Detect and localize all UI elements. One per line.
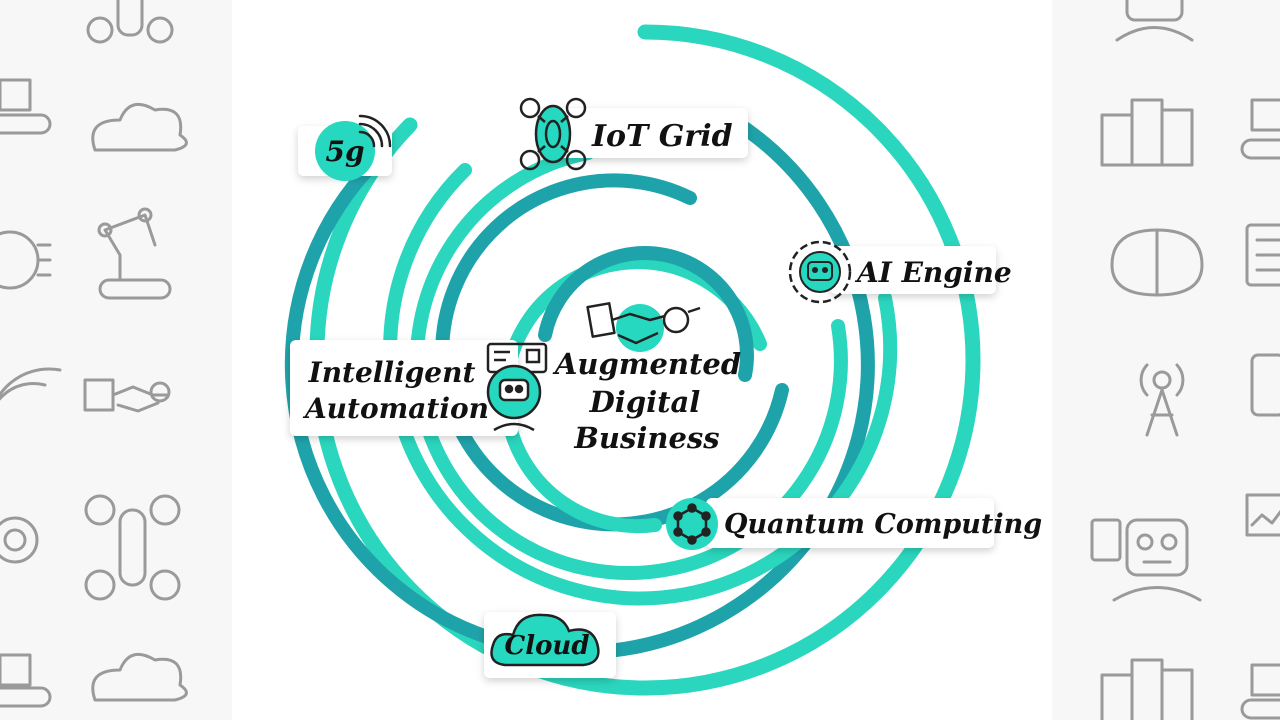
brain-sketch-icon [1110,228,1204,297]
wifi-sketch-icon [0,367,62,401]
center-label-line2: Digital [589,385,701,419]
automation-label-line1: Intelligent [308,356,476,389]
ai-card [830,246,996,294]
antenna-sketch-icon [1139,363,1185,437]
ring-7-inner [538,246,754,382]
ring-3 [383,163,898,606]
left-decorative-panel [0,0,232,720]
drone-sketch-icon [86,0,174,44]
robot-head-sketch-icon [1115,0,1194,42]
checklist-sketch-icon [1245,223,1280,287]
handshake-icon [586,302,701,352]
quantum-badge [666,498,718,550]
automation-label-line2: Automation [302,392,489,425]
hexagon-network-icon [673,503,711,545]
iot-node: IoT Grid [519,97,748,171]
iot-card [540,108,748,158]
robot-screen-icon [486,342,548,432]
fiveg-badge [315,121,375,181]
ring-6 [498,255,767,534]
left-sketch-pattern [0,0,188,708]
brain-chip-sketch-icon [0,230,52,290]
network-sketch-icon [0,516,39,564]
documents-sketch-icon [1100,98,1194,167]
drone-sketch-icon-2 [84,494,181,601]
robot-face-sketch-icon [1112,518,1202,602]
robot-gear-icon [788,240,852,304]
ai-label: AI Engine [854,256,1012,289]
conveyor-sketch-icon-2 [0,653,52,708]
cloud-label: Cloud [505,631,590,661]
fiveg-node: 5g [298,114,392,181]
phone-sketch-icon [1250,353,1280,417]
iot-label: IoT Grid [591,119,733,154]
automation-card [290,340,518,436]
quantum-node: Quantum Computing [666,498,1042,550]
drone-icon [519,97,587,171]
cloud-sketch-icon-2 [91,652,188,702]
fiveg-label: 5g [325,135,364,168]
documents-sketch-icon-2 [1100,658,1194,720]
center-label-line3: Business [573,421,719,455]
quantum-label: Quantum Computing [724,509,1042,540]
quantum-card [706,498,994,548]
center-label-line1: Augmented [552,347,741,381]
handshake-sketch-icon [83,378,171,413]
center-node: Augmented Digital Business [552,302,741,455]
cloud-node: Cloud [484,612,616,678]
right-decorative-panel [1052,0,1280,720]
ring-1-outer [309,24,981,696]
ring-4 [409,146,848,580]
signal-5g-icon [358,114,392,148]
conveyor-sketch-icon-r [1240,98,1280,160]
conveyor-sketch-icon-r2 [1240,663,1280,720]
chat-sketch-icon [1090,518,1122,562]
robot-arm-sketch-icon [97,207,172,300]
cloud-sketch-icon [91,102,188,152]
cloud-icon [490,613,600,667]
ai-node: AI Engine [788,240,1012,304]
conveyor-sketch-icon [0,78,52,135]
automation-node: Intelligent Automation [290,340,548,436]
